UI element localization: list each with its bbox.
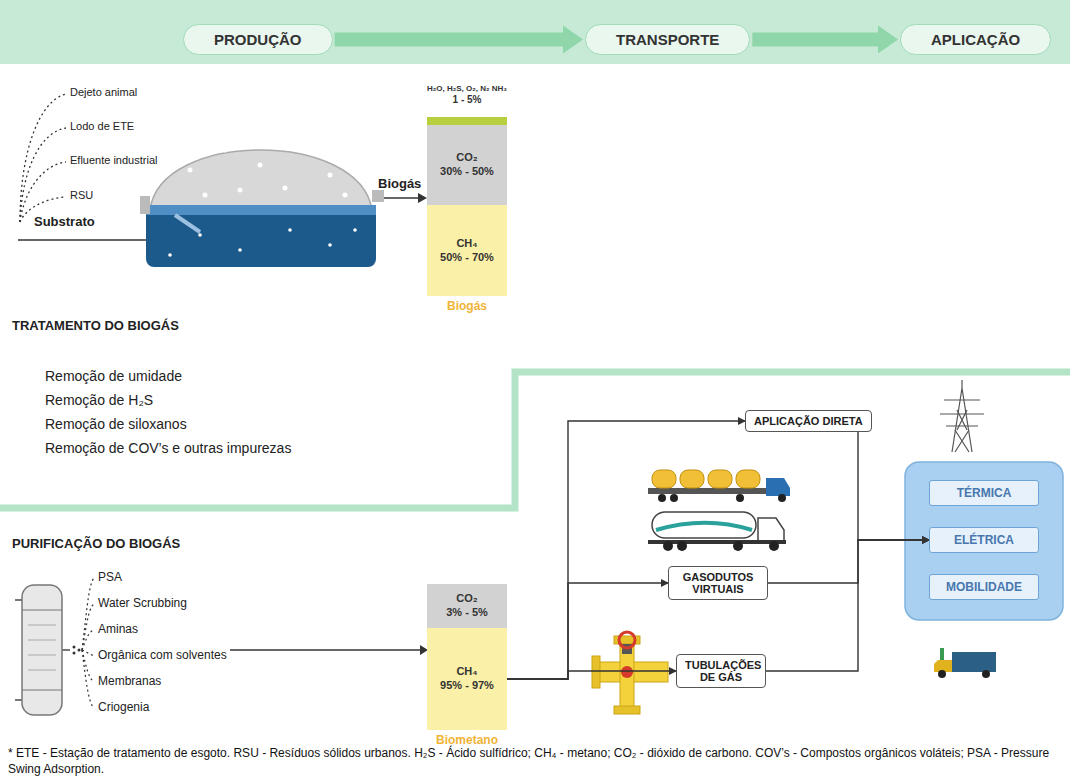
connector <box>507 671 676 679</box>
label-text: Criogenia <box>98 700 149 714</box>
application-box: MOBILIDADE <box>929 574 1039 600</box>
node-text: 50% - 70% <box>440 251 494 265</box>
label-text: Orgânica com solventes <box>98 648 227 662</box>
node-text: PRODUÇÃO <box>214 31 302 48</box>
connector <box>507 421 745 679</box>
dots <box>73 646 81 655</box>
cylinder-truck <box>648 470 790 502</box>
connector <box>507 583 668 679</box>
co2-segment: CO₂3% - 5% <box>427 584 507 628</box>
label-text: TRATAMENTO DO BIOGÁS <box>12 318 179 333</box>
node-text: TÉRMICA <box>934 486 1034 500</box>
application-panel <box>905 462 1063 620</box>
node-text: 1 - 5% <box>453 94 482 107</box>
label-text: PURIFICAÇÃO DO BIOGÁS <box>12 536 180 551</box>
connector <box>768 540 929 583</box>
label-text: Remoção de siloxanos <box>45 416 187 432</box>
label-text: Substrato <box>34 214 95 229</box>
stage-pill: TRANSPORTE <box>585 24 750 55</box>
application-box: TÉRMICA <box>929 480 1039 506</box>
footnote: * ETE - Estação de tratamento de esgoto.… <box>8 746 1064 778</box>
node-text: H₂O, H₂S, O₂, N₂ NH₃ <box>427 84 507 94</box>
label-text: RSU <box>70 189 93 201</box>
small-truck <box>934 648 996 678</box>
purification-arrow <box>230 649 420 651</box>
gas-pipe <box>592 632 668 714</box>
label-text: Dejeto animal <box>70 86 137 98</box>
label-text: Biogás <box>378 176 421 191</box>
node-text: APLICAÇÃO DIRETA <box>754 415 863 427</box>
ch4-segment: CH₄95% - 97% <box>427 628 507 730</box>
label-text: Biogás <box>447 299 487 313</box>
node-text: 95% - 97% <box>440 679 494 693</box>
node-text: CH₄ <box>456 665 477 679</box>
process-box: APLICAÇÃO DIRETA <box>745 410 872 432</box>
label-text: Efluente industrial <box>70 154 157 166</box>
impurity-segment: H₂O, H₂S, O₂, N₂ NH₃1 - 5% <box>412 84 522 125</box>
ch4-segment: CH₄50% - 70% <box>427 205 507 296</box>
biodigester <box>140 148 384 268</box>
node-text: ELÉTRICA <box>934 533 1034 547</box>
connector <box>752 26 898 54</box>
substrate-leaders <box>20 94 66 222</box>
process-box: TUBULAÇÕES DE GÁS <box>676 654 766 688</box>
node-text: 3% - 5% <box>446 606 488 620</box>
node-text: CH₄ <box>456 237 477 251</box>
label-text: Aminas <box>98 622 138 636</box>
label-text: Biometano <box>436 733 498 747</box>
header-band <box>0 0 1070 64</box>
arrow-head <box>418 193 427 203</box>
connector <box>858 432 929 540</box>
node-text: TUBULAÇÕES DE GÁS <box>685 659 757 683</box>
node-text: MOBILIDADE <box>934 580 1034 594</box>
label-text: Remoção de COV’s e outras impurezas <box>45 440 291 456</box>
substrate-arrow <box>18 239 150 241</box>
node-text: 30% - 50% <box>440 165 494 179</box>
co2-segment: CO₂30% - 50% <box>427 125 507 205</box>
method-leaders <box>82 578 94 708</box>
connector <box>766 540 929 671</box>
purification-column <box>15 585 70 715</box>
node-text: CO₂ <box>456 151 477 165</box>
process-box: GASODUTOS VIRTUAIS <box>668 566 768 600</box>
application-box: ELÉTRICA <box>929 527 1039 553</box>
node-text: APLICAÇÃO <box>931 31 1020 48</box>
label-text: Remoção de umidade <box>45 368 182 384</box>
stage-pill: APLICAÇÃO <box>900 24 1051 55</box>
label-text: Remoção de H₂S <box>45 392 153 408</box>
stage-pill: PRODUÇÃO <box>183 24 333 55</box>
node-text: GASODUTOS VIRTUAIS <box>677 571 759 595</box>
node-text: CO₂ <box>456 592 477 606</box>
impurity-strip <box>427 117 507 125</box>
tanker-truck <box>648 512 786 551</box>
label-text: PSA <box>98 570 122 584</box>
node-text: TRANSPORTE <box>616 31 719 48</box>
label-text: Membranas <box>98 674 161 688</box>
power-tower <box>940 380 984 452</box>
label-text: Lodo de ETE <box>70 120 134 132</box>
label-text: Water Scrubbing <box>98 596 187 610</box>
connector <box>335 26 583 54</box>
biogas-arrow <box>384 197 418 199</box>
